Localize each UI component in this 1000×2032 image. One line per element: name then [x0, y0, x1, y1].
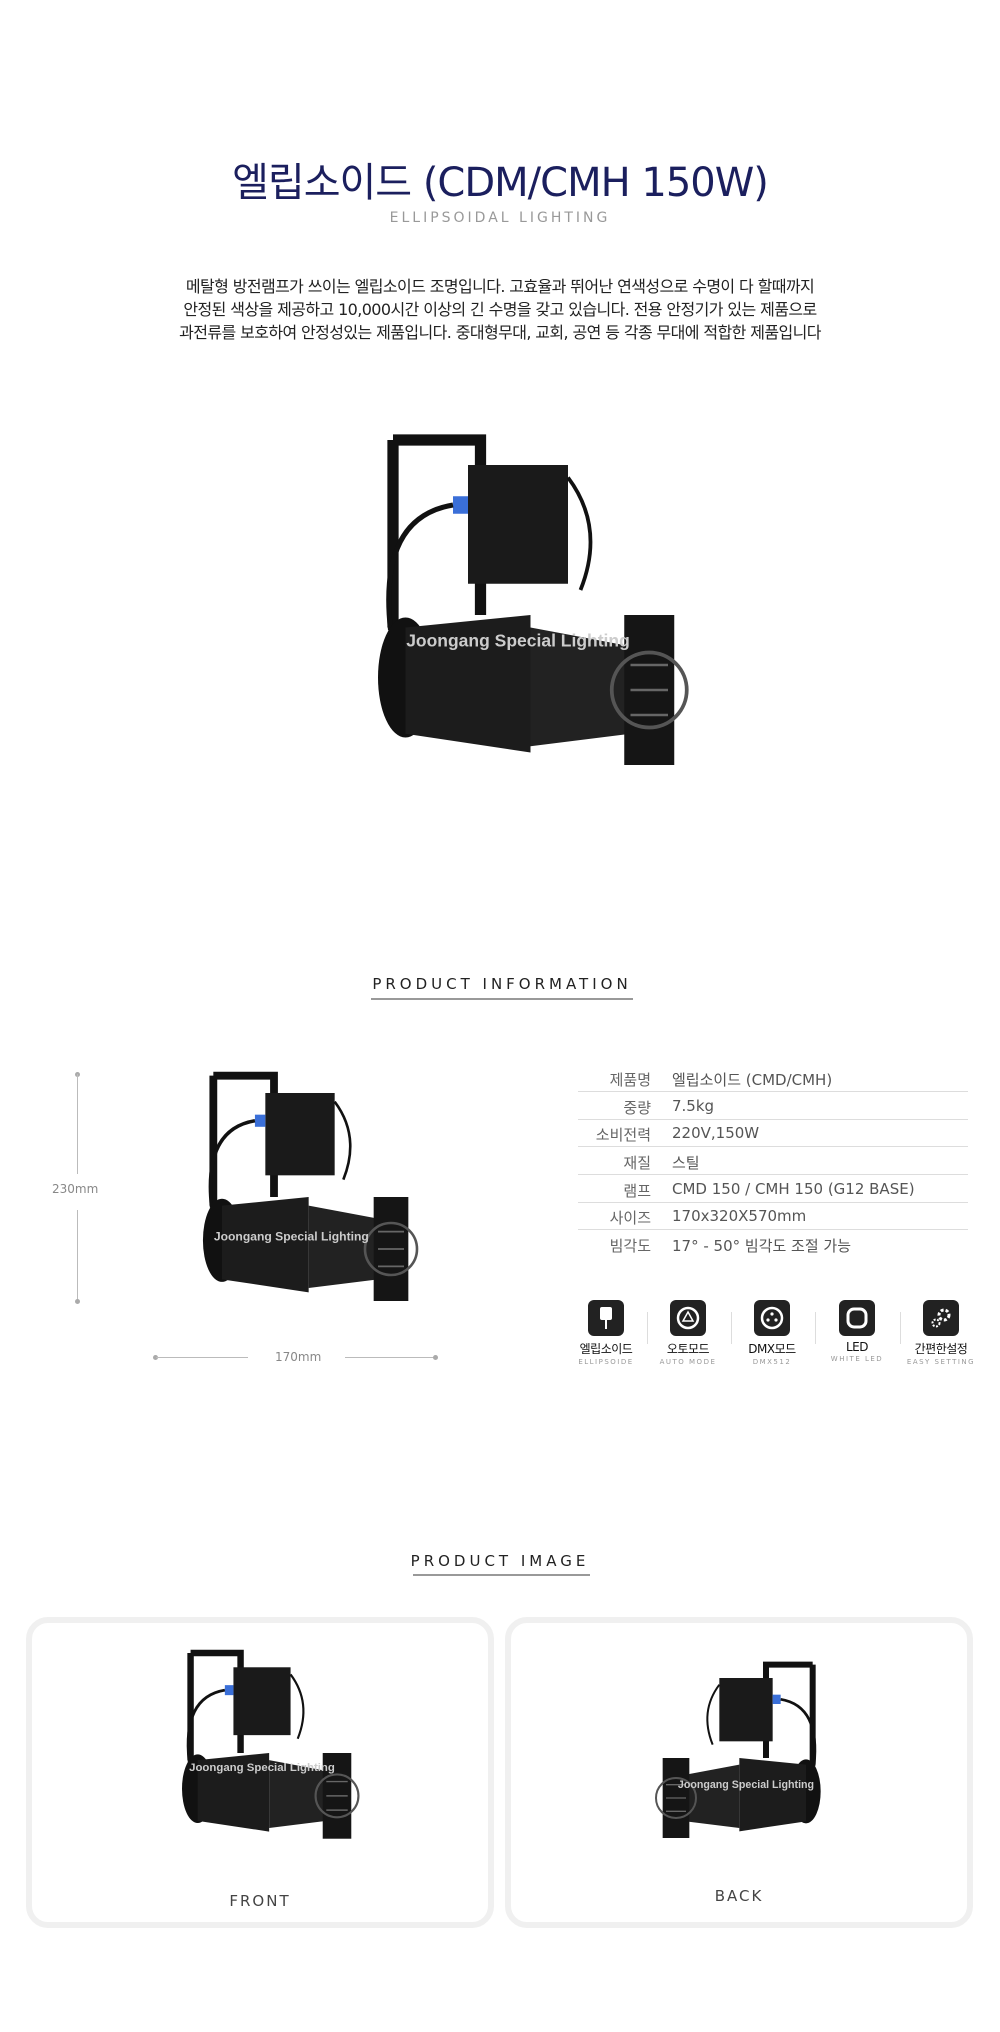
feature-sublabel: DMX512 — [752, 1358, 792, 1366]
feature-label: 간편한설정 — [914, 1342, 968, 1356]
spec-value: 엘립소이드 (CMD/CMH) — [672, 1071, 833, 1089]
spec-row: 빔각도 17° - 50° 빔각도 조절 가능 — [578, 1231, 968, 1258]
heading-underline — [413, 1574, 590, 1576]
spec-value: 170x320X570mm — [672, 1207, 807, 1225]
page-title: 엘립소이드 (CDM/CMH 150W) — [232, 160, 769, 206]
led-icon — [839, 1300, 875, 1336]
dimension-line-horizontal — [156, 1357, 248, 1358]
dmx-icon — [754, 1300, 790, 1336]
spec-row: 램프 CMD 150 / CMH 150 (G12 BASE) — [578, 1176, 968, 1203]
spec-value: CMD 150 / CMH 150 (G12 BASE) — [672, 1180, 915, 1198]
watermark: Joongang Special Lighting — [678, 1779, 814, 1791]
feature-sublabel: AUTO MODE — [659, 1358, 717, 1366]
hero-product-image: Joongang Special Lighting — [343, 401, 693, 829]
feature-divider — [900, 1312, 901, 1344]
spec-row: 제품명 엘립소이드 (CMD/CMH) — [578, 1065, 968, 1092]
watermark: Joongang Special Lighting — [189, 1762, 335, 1774]
auto-mode-icon — [670, 1300, 706, 1336]
front-product-image: Joongang Special Lighting — [162, 1643, 362, 1863]
product-description: 메탈형 방전램프가 쓰이는 엘립소이드 조명입니다. 고효율과 뛰어난 연색성으… — [0, 275, 1000, 344]
watermark: Joongang Special Lighting — [406, 630, 630, 650]
watermark: Joongang Special Lighting — [214, 1229, 369, 1243]
spec-label: 램프 — [623, 1182, 651, 1200]
spec-label: 소비전력 — [595, 1126, 651, 1144]
feature-sublabel: WHITE LED — [830, 1355, 884, 1363]
spec-label: 제품명 — [609, 1071, 651, 1089]
feature-divider — [647, 1312, 648, 1344]
feature-auto-mode: 오토모드 AUTO MODE — [648, 1300, 728, 1366]
card-label: FRONT — [229, 1892, 291, 1910]
description-line: 과전류를 보호하여 안정성있는 제품입니다. 중대형무대, 교회, 공연 등 각… — [179, 323, 821, 342]
product-card-front: Joongang Special Lighting FRONT — [26, 1617, 494, 1928]
spec-row: 사이즈 170x320X570mm — [578, 1203, 968, 1230]
spec-value: 220V,150W — [672, 1124, 760, 1142]
spec-row: 소비전력 220V,150W — [578, 1120, 968, 1147]
dimension-line-horizontal — [345, 1357, 435, 1358]
gear-icon — [923, 1300, 959, 1336]
feature-ellipsoidal: 엘립소이드 ELLIPSOIDE — [566, 1300, 646, 1366]
feature-label: 엘립소이드 — [579, 1342, 633, 1356]
feature-label: LED — [845, 1340, 869, 1354]
feature-divider — [815, 1312, 816, 1344]
back-product-image: Joongang Special Lighting — [636, 1658, 856, 1858]
dimension-dot — [153, 1355, 158, 1360]
feature-sublabel: EASY SETTING — [906, 1358, 976, 1366]
spec-label: 중량 — [623, 1099, 651, 1117]
spec-row: 재질 스틸 — [578, 1148, 968, 1175]
spec-label: 빔각도 — [609, 1237, 651, 1255]
dimension-dot — [75, 1299, 80, 1304]
spec-value: 17° - 50° 빔각도 조절 가능 — [672, 1237, 852, 1255]
dimension-dot — [433, 1355, 438, 1360]
spec-label: 사이즈 — [609, 1209, 651, 1227]
product-information-heading: PRODUCT INFORMATION — [372, 975, 632, 993]
feature-dmx: DMX모드 DMX512 — [732, 1300, 812, 1366]
product-image-heading: PRODUCT IMAGE — [410, 1552, 590, 1570]
spec-label: 재질 — [623, 1154, 651, 1172]
dimension-line-vertical — [77, 1074, 78, 1174]
feature-easy-setting: 간편한설정 EASY SETTING — [901, 1300, 981, 1366]
spec-value: 7.5kg — [672, 1097, 715, 1115]
feature-sublabel: ELLIPSOIDE — [578, 1358, 634, 1366]
card-label: BACK — [714, 1887, 764, 1905]
page-subtitle: ELLIPSOIDAL LIGHTING — [389, 210, 611, 226]
dimension-product-image: Joongang Special Lighting — [140, 1067, 460, 1327]
dimension-line-vertical — [77, 1210, 78, 1300]
ellipsoidal-icon — [588, 1300, 624, 1336]
feature-led: LED WHITE LED — [817, 1300, 897, 1363]
feature-divider — [731, 1312, 732, 1344]
dimension-height: 230mm — [52, 1182, 99, 1196]
spec-value: 스틸 — [672, 1154, 700, 1172]
product-card-back: Joongang Special Lighting BACK — [505, 1617, 973, 1928]
description-line: 안정된 색상을 제공하고 10,000시간 이상의 긴 수명을 갖고 있습니다.… — [183, 300, 817, 319]
heading-underline — [371, 998, 633, 1000]
spec-row: 중량 7.5kg — [578, 1093, 968, 1120]
feature-label: DMX모드 — [748, 1342, 796, 1356]
dimension-width: 170mm — [275, 1350, 322, 1364]
description-line: 메탈형 방전램프가 쓰이는 엘립소이드 조명입니다. 고효율과 뛰어난 연색성으… — [185, 277, 815, 296]
feature-label: 오토모드 — [666, 1342, 710, 1356]
